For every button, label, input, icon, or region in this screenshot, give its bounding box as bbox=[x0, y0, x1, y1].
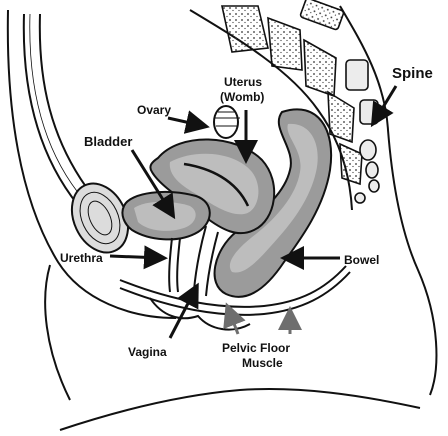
label-ovary: Ovary bbox=[137, 103, 171, 117]
label-pelvic-floor-line2: Muscle bbox=[242, 356, 283, 370]
vertebra-process bbox=[346, 60, 368, 90]
bladder bbox=[122, 192, 209, 239]
thigh-outline bbox=[60, 389, 420, 430]
coccyx-segment bbox=[366, 162, 378, 178]
vertebra bbox=[340, 144, 362, 184]
label-urethra: Urethra bbox=[60, 251, 103, 265]
vertebra bbox=[222, 6, 268, 52]
label-bowel: Bowel bbox=[344, 253, 379, 267]
coccyx-segment bbox=[360, 140, 376, 160]
label-vagina: Vagina bbox=[128, 345, 167, 359]
vertebra bbox=[304, 40, 336, 96]
vertebra bbox=[268, 18, 302, 70]
front-thigh-outline bbox=[45, 265, 70, 400]
coccyx-segment bbox=[369, 180, 379, 192]
label-pelvic-floor-line1: Pelvic Floor bbox=[222, 341, 290, 355]
urethra-tube bbox=[177, 238, 180, 292]
label-uterus-line1: Uterus bbox=[224, 75, 262, 89]
vagina-canal bbox=[194, 226, 206, 290]
ovary-arrow bbox=[168, 118, 204, 126]
pubic-bone bbox=[24, 14, 92, 205]
label-uterus-line2: (Womb) bbox=[220, 90, 264, 104]
vertebra-process bbox=[300, 0, 344, 30]
coccyx-segment bbox=[355, 193, 365, 203]
label-spine: Spine bbox=[392, 65, 433, 82]
vagina-arrow bbox=[170, 288, 196, 338]
label-bladder: Bladder bbox=[84, 134, 132, 149]
urethra-arrow bbox=[110, 256, 162, 258]
urethra-tube bbox=[169, 238, 172, 292]
vertebra bbox=[328, 92, 354, 142]
ovary bbox=[214, 106, 240, 138]
